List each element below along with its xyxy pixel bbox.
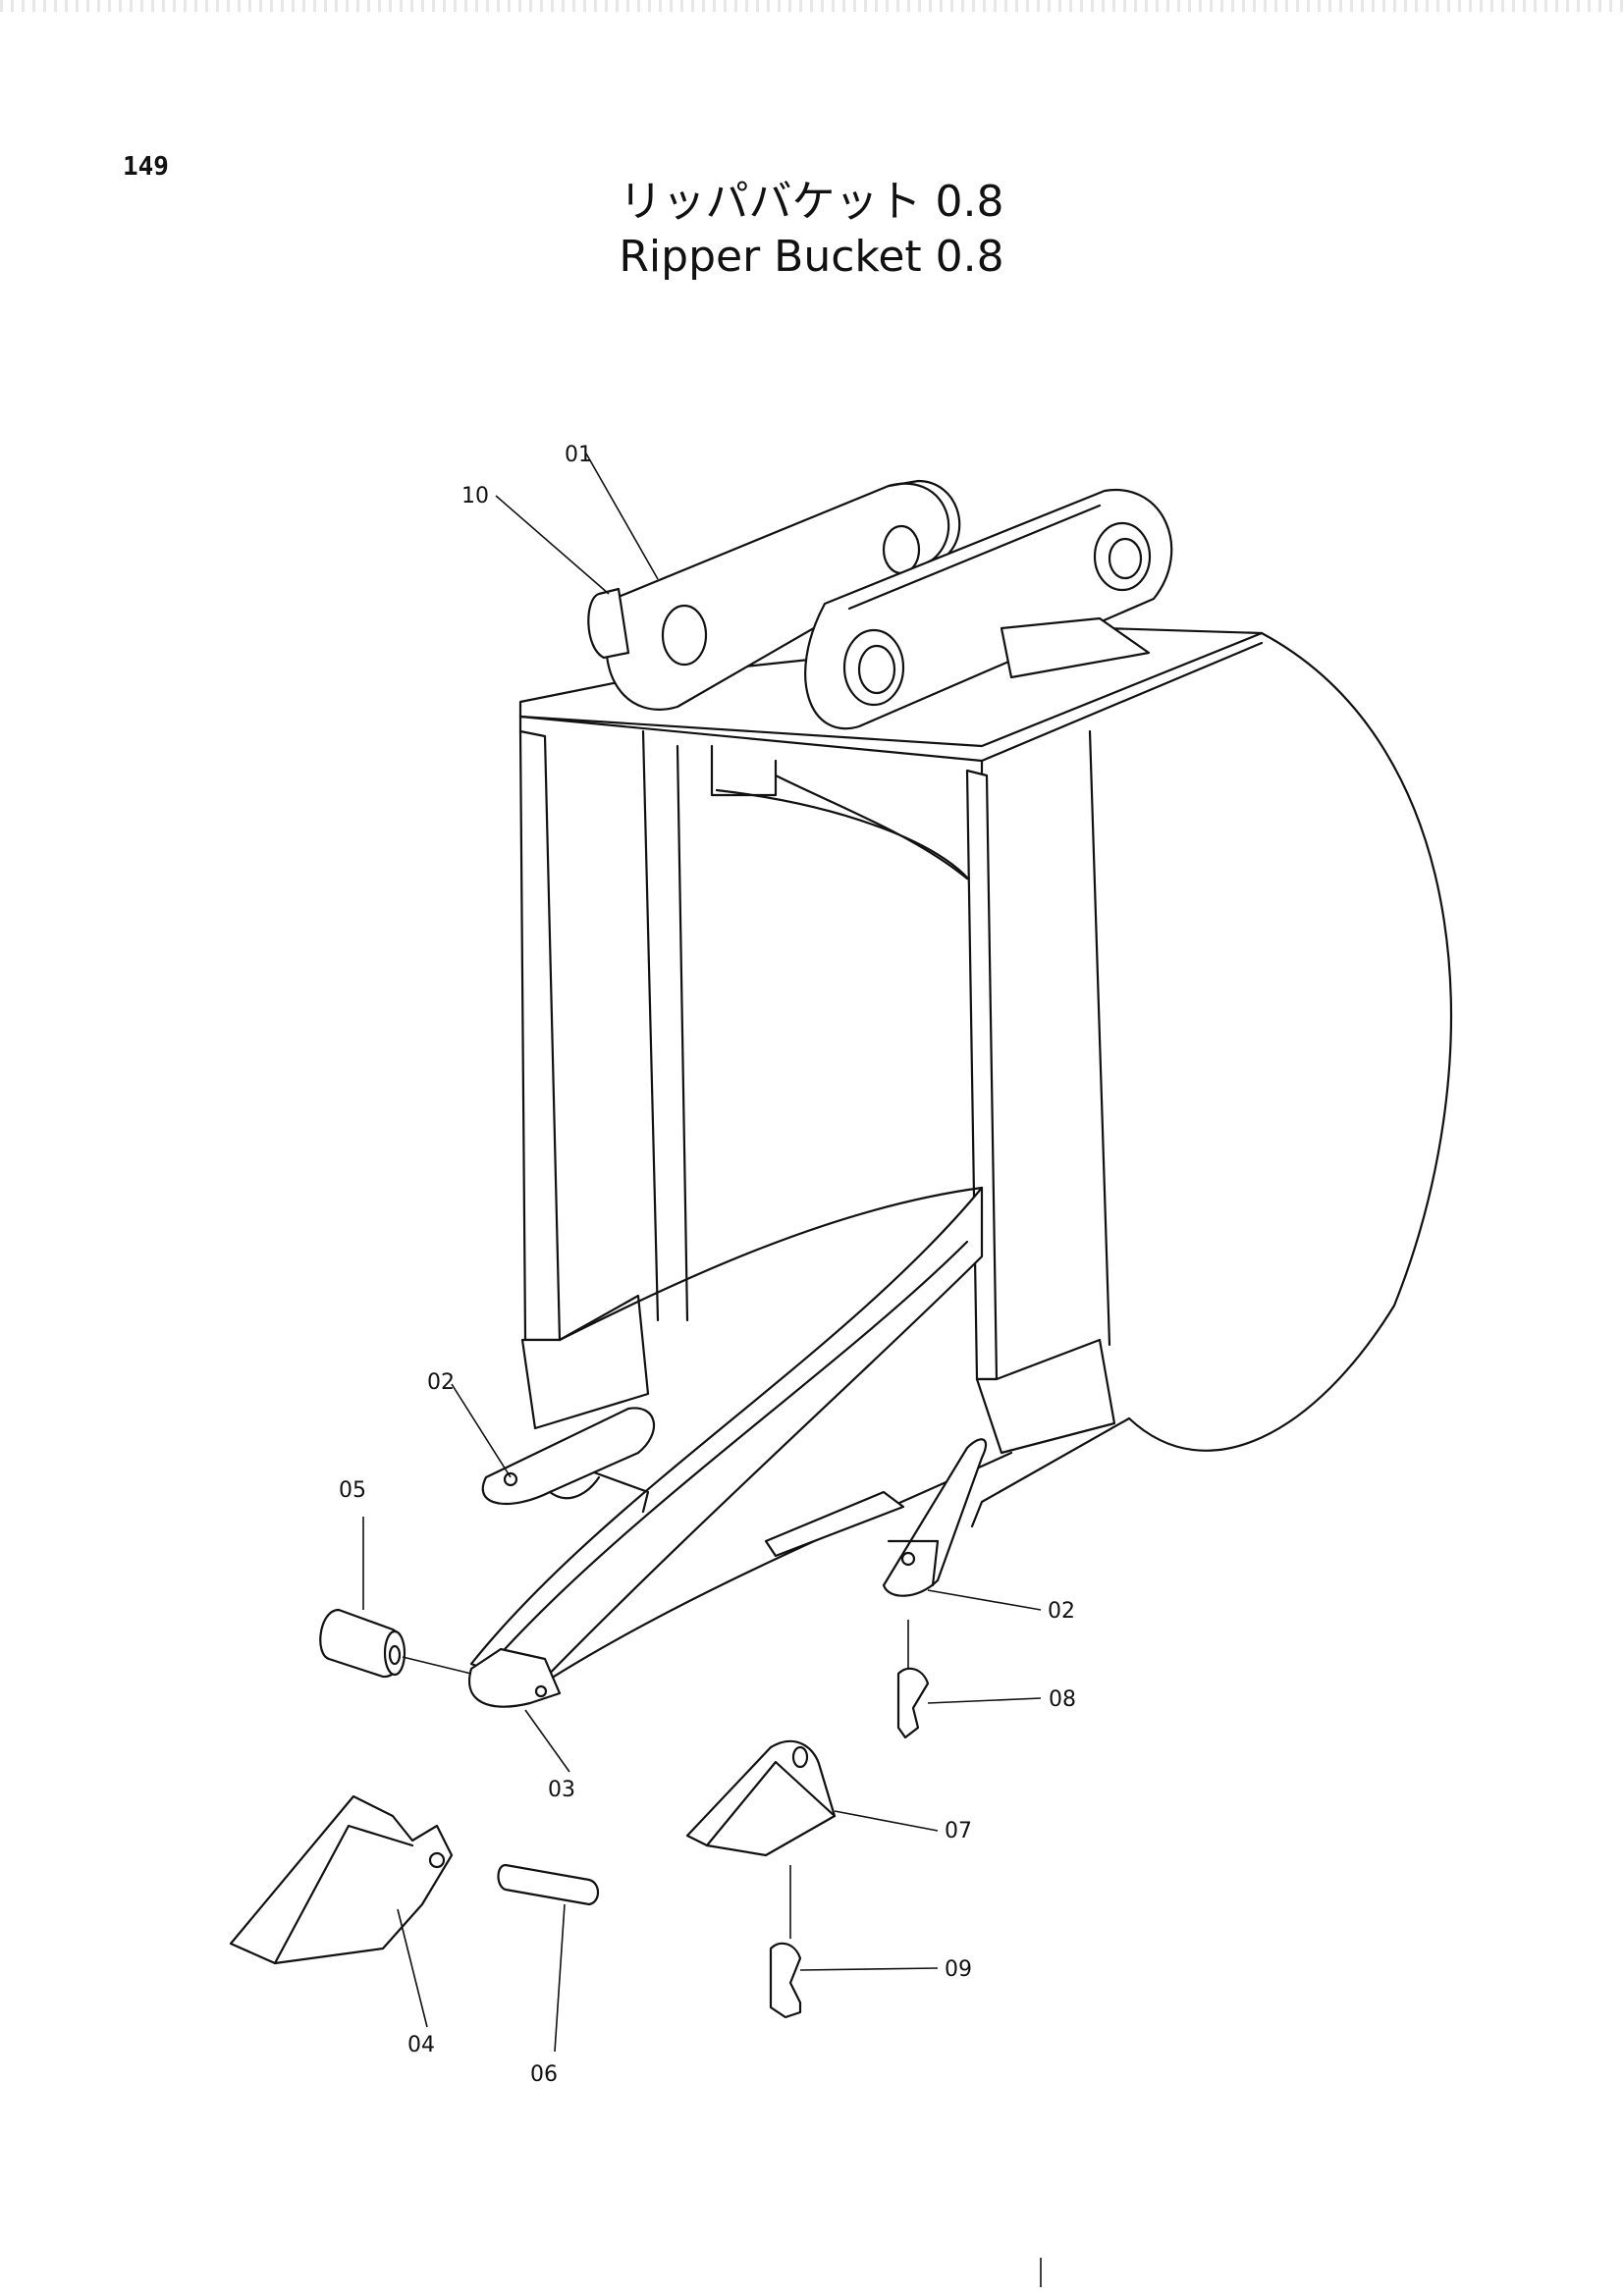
tooth-07-face: [705, 1760, 837, 1847]
tooth-04-edge: [273, 1824, 414, 1965]
callout-07: 07: [945, 1819, 972, 1843]
right-post: [965, 769, 999, 1381]
leader-lines: [362, 453, 1042, 2053]
scan-noise-strip: [0, 0, 1623, 12]
left-lug-hole: [661, 604, 708, 667]
tip-03-hole: [534, 1684, 548, 1698]
left-shroud-02: [481, 1407, 656, 1506]
callout-04: 04: [407, 2033, 435, 2057]
bucket-side-edge: [970, 1416, 1131, 1528]
left-post-guard: [520, 1294, 650, 1430]
lock-08: [896, 1667, 930, 1739]
pin-05-hole: [388, 1644, 402, 1666]
left-lug-hole-rear: [882, 524, 921, 575]
pin-06: [497, 1863, 600, 1906]
tooth-04: [229, 1794, 454, 1965]
callout-06: 06: [530, 2062, 558, 2087]
left-post-rear: [641, 729, 689, 1322]
right-post-rear: [1088, 729, 1111, 1347]
left-shroud-hole: [503, 1471, 518, 1487]
title-english: Ripper Bucket 0.8: [619, 232, 1004, 282]
callout-02-right: 02: [1048, 1599, 1075, 1624]
right-shroud-face: [887, 1539, 940, 1587]
callout-10: 10: [461, 484, 489, 508]
tooth-04-hole: [428, 1851, 446, 1869]
bucket-back-curve: [1127, 631, 1453, 1452]
right-shroud-hole: [900, 1551, 916, 1567]
page-number: 149: [123, 152, 169, 182]
tooth-07: [685, 1739, 837, 1857]
lock-09: [769, 1942, 802, 2019]
callout-02-left: 02: [427, 1370, 455, 1395]
ripper-shank-edge: [494, 1240, 969, 1661]
callout-05: 05: [339, 1478, 366, 1503]
right-lug-hole-inner: [857, 644, 896, 695]
ripper-shank-curve: [558, 1186, 984, 1342]
pin-10: [587, 587, 630, 660]
title-block: リッパバケット 0.8 Ripper Bucket 0.8: [0, 175, 1623, 285]
rear-boss: [1000, 616, 1151, 679]
left-post: [518, 729, 562, 1342]
top-frame-lower-edge: [518, 715, 984, 777]
side-cutter: [764, 1490, 905, 1558]
right-post-guard: [975, 1338, 1116, 1455]
right-lug-hole-rear-inner: [1108, 537, 1143, 580]
callout-08: 08: [1049, 1687, 1076, 1712]
callout-09: 09: [945, 1957, 972, 1982]
inner-bracket: [710, 744, 969, 881]
callout-03: 03: [548, 1778, 575, 1802]
ripper-shank: [469, 1186, 984, 1690]
title-japanese: リッパバケット 0.8: [619, 177, 1004, 227]
tooth-07-hole: [791, 1745, 809, 1769]
left-shroud-lug: [548, 1470, 650, 1514]
left-lug-side: [887, 479, 961, 561]
callout-01: 01: [565, 443, 592, 467]
right-lug-front: [847, 504, 1102, 611]
bucket-inner-arc: [715, 788, 974, 885]
